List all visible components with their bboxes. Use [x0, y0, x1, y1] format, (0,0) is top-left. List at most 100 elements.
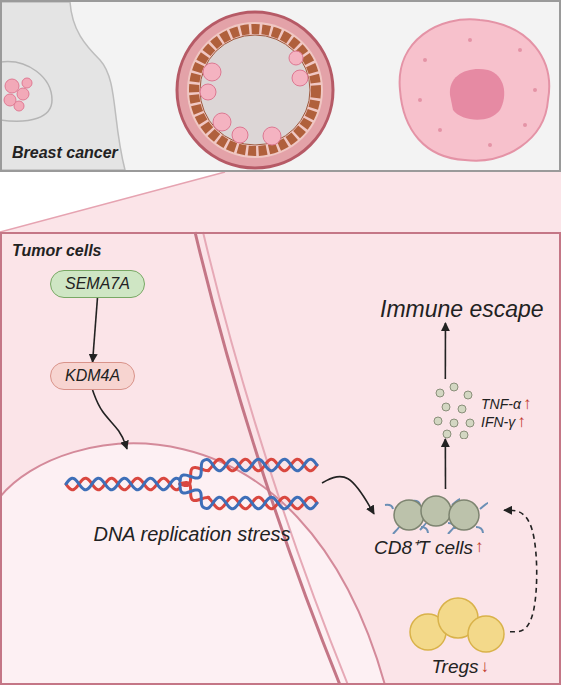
t-cell-receptor — [393, 527, 399, 534]
text-column: TNF-αIFN-γ — [477, 379, 521, 439]
cytokine-dot — [436, 389, 444, 397]
cell-membrane — [203, 232, 348, 685]
cytokine-dot — [466, 419, 474, 427]
tumor-cell-panel: Tumor cellsSEMA7A KDM4A DNA replication st… — [0, 232, 561, 685]
t-cell-receptor — [476, 527, 483, 533]
tumor-cell — [400, 19, 550, 160]
figure-shape — [438, 128, 442, 132]
label-anchor: ↑ — [517, 412, 526, 432]
figure-shape — [418, 98, 422, 102]
figure-shape — [263, 127, 281, 145]
zoom-funnel — [0, 172, 561, 232]
cytokine-dot — [442, 403, 450, 411]
figure-shape — [200, 84, 216, 100]
arrow-connector — [445, 439, 447, 489]
mammary-duct — [177, 12, 333, 168]
figure-shape — [0, 61, 52, 121]
dna-strand — [180, 482, 317, 508]
t-cell — [394, 500, 424, 530]
t-cells — [374, 489, 504, 534]
figure-shape — [203, 63, 221, 81]
figure-shape — [213, 113, 231, 131]
figure-shape — [232, 127, 248, 143]
change-arrow: ↑ — [523, 394, 532, 414]
figure-shape — [5, 79, 19, 93]
figure-shape — [468, 38, 472, 42]
overview-ground — [0, 0, 561, 172]
gene-pill: SEMA7A — [50, 270, 145, 298]
node-text: Tregs — [431, 656, 478, 678]
figure-shape — [289, 51, 303, 65]
figure-shape — [17, 88, 29, 100]
treg-cell — [468, 616, 504, 652]
change-arrow: ↑ — [517, 412, 526, 432]
breast-silhouette — [0, 2, 125, 170]
cytokine-dot — [464, 391, 472, 399]
dna-strand — [180, 459, 317, 484]
label-anchor: ↓ — [481, 657, 490, 677]
label-anchor: ↑ — [523, 394, 532, 414]
figure-shape — [177, 12, 333, 168]
change-arrow: ↓ — [481, 657, 490, 677]
figure-shape — [423, 58, 427, 62]
panel-title: Breast cancer — [12, 144, 118, 162]
cytokine-dots — [432, 379, 477, 439]
arrow-connector — [93, 390, 127, 449]
overview-panel: Breast cancer — [0, 0, 561, 172]
t-cell-receptor — [480, 503, 488, 509]
treg-cluster: Tregs — [400, 594, 510, 678]
node-text: KDM4A — [65, 367, 120, 385]
dna-strand — [66, 478, 180, 490]
cd8-t-cell-cluster: CD8⁺T cells — [374, 489, 504, 560]
nucleus-region: DNA replication stress — [62, 449, 322, 546]
figure-shape — [22, 78, 32, 88]
node-text: TNF-α — [481, 395, 521, 413]
outcome-node: Immune escape — [380, 296, 544, 323]
figure-shape — [187, 22, 323, 158]
figure-shape — [194, 29, 316, 151]
node-text: CD8⁺T cells — [374, 534, 473, 560]
figure-shape — [450, 69, 504, 120]
figure-shape — [200, 35, 310, 145]
cytokine-dot — [450, 419, 458, 427]
figure-shape — [488, 143, 492, 147]
cytokine-dot — [458, 405, 466, 413]
cytokine-dot — [450, 383, 458, 391]
treg-cells — [400, 594, 510, 656]
arrow-connector — [93, 298, 98, 362]
node-text: SEMA7A — [65, 275, 130, 293]
arrow-connector — [322, 476, 374, 513]
node-text: DNA replication stress — [93, 523, 290, 546]
gene-pill: KDM4A — [50, 362, 135, 390]
t-cell — [421, 496, 451, 526]
change-arrow: ↑ — [475, 537, 484, 557]
tumor-cell-ground — [0, 232, 561, 685]
figure-shape — [14, 101, 24, 111]
cytokine-dot — [434, 417, 442, 425]
dna-strand — [180, 484, 317, 509]
dna-strand — [66, 478, 180, 490]
cell-membrane — [195, 232, 340, 685]
t-cell — [449, 500, 479, 530]
dna-fork — [62, 449, 322, 519]
arrow-connector — [504, 510, 537, 632]
t-cell-receptor — [385, 505, 393, 509]
dna-strand — [180, 459, 317, 485]
figure-shape — [533, 88, 537, 92]
figure-shape — [400, 19, 550, 160]
t-cell-receptor — [448, 527, 454, 534]
figure-shape — [518, 48, 522, 52]
cytokine-dot — [460, 431, 468, 439]
figure-shape — [292, 70, 308, 86]
arrow-connector — [445, 323, 447, 379]
zoom-line — [0, 172, 225, 232]
panel-title: Tumor cells — [12, 242, 102, 260]
nucleus-outline — [0, 443, 385, 685]
node-text: IFN-γ — [481, 413, 515, 431]
cytokine-dot — [443, 430, 451, 438]
cytokine-cluster: TNF-αIFN-γ — [432, 379, 521, 439]
figure-shape — [523, 123, 527, 127]
figure-shape — [0, 2, 125, 170]
